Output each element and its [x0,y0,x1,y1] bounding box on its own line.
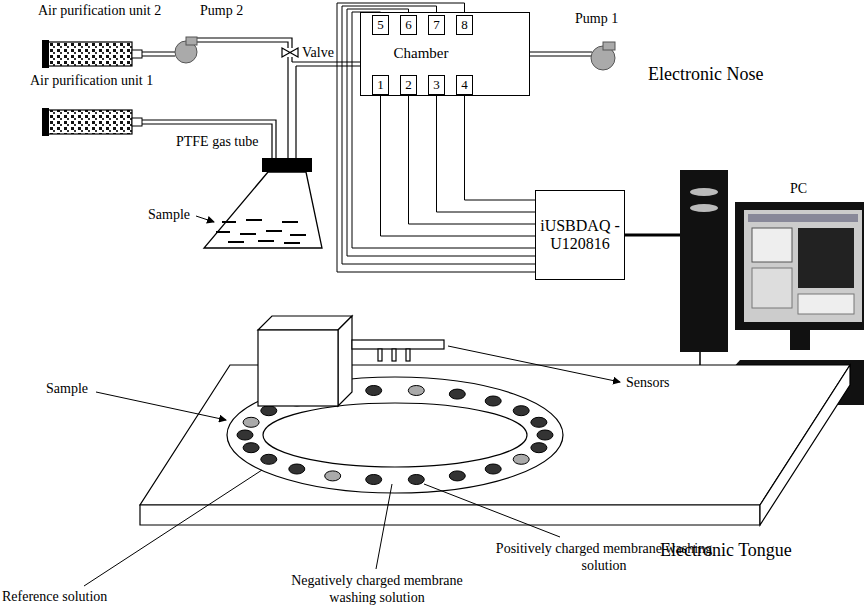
sensor-box: 6 [400,15,417,35]
unit-label: Air purification unit 2 [38,2,161,19]
signal-wire [381,95,536,236]
flask [204,158,322,248]
sample-cup [289,464,305,474]
sensor-number: 8 [461,18,468,33]
daq-box: iUSBDAQ -U120816 [535,190,625,280]
signal-wire [337,3,535,272]
signal-wire [409,95,536,224]
sensor-number: 4 [461,78,468,93]
pump-symbol [530,42,615,70]
platform [140,365,850,525]
syringe-unit [42,40,142,68]
sample-cup [408,386,424,396]
sample-cup [485,396,501,406]
leader-line [196,216,214,222]
sample-cup [261,454,277,464]
sample-label: Sample [148,206,190,223]
pump-symbol [175,37,197,63]
sensor-number: 2 [405,78,412,93]
sample-cup [485,464,501,474]
pump-label: Pump 2 [200,2,243,19]
unit-label: Air purification unit 1 [30,72,153,89]
solution-label: Reference solution [2,588,107,605]
sensor-box: 2 [400,75,417,95]
sample-cup [449,389,465,399]
solution-label: Positively charged membrane washing solu… [484,540,724,574]
sample-cup [325,471,341,481]
sample-cup [261,406,277,416]
signal-wire [352,12,535,248]
sensor-box: 5 [372,15,389,35]
sample-cup [408,475,424,485]
pc-label: PC [790,180,807,197]
sensor-number: 3 [433,78,440,93]
valve-label: Valve [302,44,334,61]
signal-wire [465,95,536,200]
sensor-number: 1 [377,78,384,93]
sensor-number: 6 [405,18,412,33]
sample-cup [243,417,259,427]
sensors-label: Sensors [626,374,670,391]
sample-cup [531,417,547,427]
sensor-number: 5 [377,18,384,33]
instrument-box [258,316,444,406]
syringe-unit [42,108,142,136]
sample-cup [237,430,253,440]
tube-label: PTFE gas tube [176,133,258,150]
sensor-box: 3 [428,75,445,95]
signal-wire [437,95,536,212]
system-title: Electronic Nose [648,64,763,85]
chamber-label: Chamber [361,45,481,62]
sensor-box: 4 [456,75,473,95]
sample-label: Sample [46,380,88,397]
pc-tower [680,170,728,352]
sample-cup [513,454,529,464]
sensor-box: 7 [428,15,445,35]
sample-cup [449,471,465,481]
sensor-box: 1 [372,75,389,95]
pump-label: Pump 1 [575,10,618,27]
daq-label: iUSBDAQ -U120816 [538,217,622,254]
chamber-box: Chamber 5 6 7 8 1 2 3 4 [360,12,530,96]
sensor-number: 7 [433,18,440,33]
sample-cup [537,430,553,440]
solution-label: Negatively charged membrane washing solu… [272,572,482,606]
sample-cup [513,406,529,416]
sensor-box: 8 [456,15,473,35]
sample-cup [243,443,259,453]
valve-symbol [282,48,298,57]
signal-wire [342,6,535,264]
cable [625,234,680,237]
sample-cup [531,443,547,453]
signal-wire [347,9,535,256]
sample-cup [366,475,382,485]
sample-cup [366,386,382,396]
